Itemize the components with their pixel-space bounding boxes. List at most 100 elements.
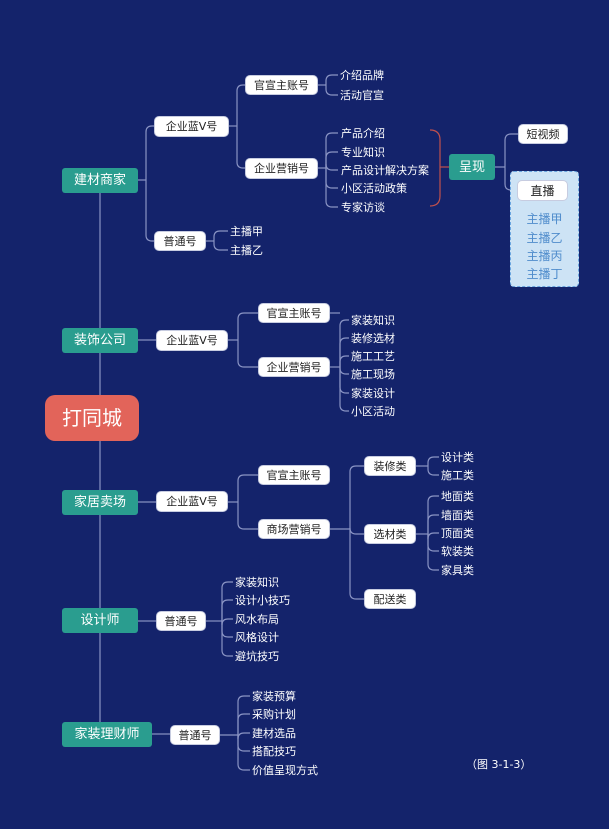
anchor-item: 主播甲	[526, 212, 563, 226]
building-normal-account: 普通号	[154, 231, 206, 251]
connector-line	[237, 312, 258, 340]
category-furniture-mall: 家居卖场	[62, 490, 138, 515]
connector-line	[237, 695, 250, 735]
connector-line	[427, 534, 439, 571]
connector-line	[427, 514, 439, 534]
designer-item: 避坑技巧	[235, 649, 279, 663]
bracket-line	[429, 129, 441, 207]
connector-line	[325, 151, 338, 168]
building-official-account: 官宣主账号	[245, 75, 318, 95]
connector-line	[339, 337, 349, 367]
connector-line	[213, 230, 228, 241]
connector-line	[221, 621, 233, 638]
building-official-item: 介绍品牌	[340, 68, 384, 82]
building-marketing-item: 产品设计解决方案	[341, 163, 429, 177]
advisor-item: 采购计划	[252, 707, 296, 721]
mall-renovation-item: 设计类	[441, 450, 474, 464]
anchor-item: 主播乙	[526, 231, 563, 245]
connector-line	[237, 713, 250, 735]
decoration-blue-v-account: 企业蓝V号	[156, 330, 228, 351]
advisor-item: 搭配技巧	[252, 744, 296, 758]
mall-marketing-account: 商场营销号	[258, 519, 330, 539]
decoration-official-account: 官宣主账号	[258, 303, 330, 323]
short-video-node: 短视频	[518, 124, 568, 144]
mall-material-item: 家具类	[441, 563, 474, 577]
building-blue-v-account: 企业蓝V号	[154, 116, 229, 137]
category-home-finance-advisor: 家装理财师	[62, 722, 152, 747]
connector-line	[236, 126, 245, 169]
advisor-item: 价值呈现方式	[252, 763, 318, 777]
mall-material-item: 顶面类	[441, 526, 474, 540]
advisor-item: 建材选品	[252, 726, 296, 740]
connector-line	[325, 168, 338, 208]
connector-line	[237, 735, 250, 771]
decoration-item: 装修选材	[351, 331, 395, 345]
building-normal-item: 主播乙	[230, 243, 263, 257]
connector-line	[237, 735, 250, 752]
decoration-item: 施工工艺	[351, 349, 395, 363]
connector-line	[339, 355, 349, 367]
building-official-item: 活动官宣	[340, 88, 384, 102]
live-stream-node: 直播	[517, 180, 568, 201]
mall-official-account: 官宣主账号	[258, 465, 330, 485]
mall-material-item: 墙面类	[441, 508, 474, 522]
advisor-item: 家装预算	[252, 689, 296, 703]
connector-line	[221, 599, 233, 621]
connector-line	[349, 527, 364, 535]
connector-line	[237, 474, 258, 502]
designer-item: 风格设计	[235, 630, 279, 644]
decoration-item: 家装设计	[351, 386, 395, 400]
connector-line	[349, 465, 364, 529]
building-marketing-item: 专业知识	[341, 145, 385, 159]
designer-item: 风水布局	[235, 612, 279, 626]
connector-line	[427, 534, 439, 552]
connector-line	[427, 532, 439, 540]
mall-renovation-item: 施工类	[441, 468, 474, 482]
connector-line	[339, 367, 349, 412]
connector-line	[145, 180, 154, 242]
mall-blue-v-account: 企业蓝V号	[156, 491, 228, 512]
anchor-item: 主播丙	[526, 249, 563, 263]
connector-line	[339, 319, 349, 367]
category-designer: 设计师	[62, 608, 138, 633]
connector-line	[427, 456, 439, 466]
root-node: 打同城	[45, 395, 139, 441]
mall-material-item: 软装类	[441, 544, 474, 558]
connector-line	[339, 367, 349, 375]
connector-line	[325, 168, 338, 189]
present-node: 呈现	[449, 154, 495, 180]
anchor-item: 主播丁	[526, 267, 563, 281]
connector-line	[236, 84, 245, 126]
connector-line	[349, 529, 364, 600]
figure-caption: （图 3-1-3）	[466, 757, 532, 771]
building-marketing-item: 产品介绍	[341, 126, 385, 140]
building-marketing-item: 小区活动政策	[341, 181, 407, 195]
connector-line	[325, 132, 338, 168]
decoration-marketing-account: 企业营销号	[258, 357, 330, 377]
building-normal-item: 主播甲	[230, 224, 263, 238]
building-marketing-item: 专家访谈	[341, 200, 385, 214]
connector-line	[325, 85, 338, 96]
connector-line	[237, 502, 258, 530]
mall-material-category: 选材类	[364, 524, 416, 544]
advisor-normal-account: 普通号	[170, 725, 220, 745]
decoration-item: 施工现场	[351, 367, 395, 381]
connector-line	[221, 621, 233, 657]
connector-line	[427, 466, 439, 476]
category-decoration-company: 装饰公司	[62, 328, 138, 353]
mall-delivery-category: 配送类	[364, 589, 416, 609]
designer-item: 家装知识	[235, 575, 279, 589]
connector-line	[221, 581, 233, 621]
building-marketing-account: 企业营销号	[245, 158, 318, 179]
connector-line	[237, 732, 250, 740]
connector-line	[221, 618, 233, 626]
connector-line	[325, 74, 338, 85]
mall-renovation-category: 装修类	[364, 456, 416, 476]
mall-material-item: 地面类	[441, 489, 474, 503]
decoration-item: 小区活动	[351, 404, 395, 418]
connector-line	[237, 340, 258, 368]
connector-line	[213, 241, 228, 251]
connector-line	[145, 125, 154, 180]
